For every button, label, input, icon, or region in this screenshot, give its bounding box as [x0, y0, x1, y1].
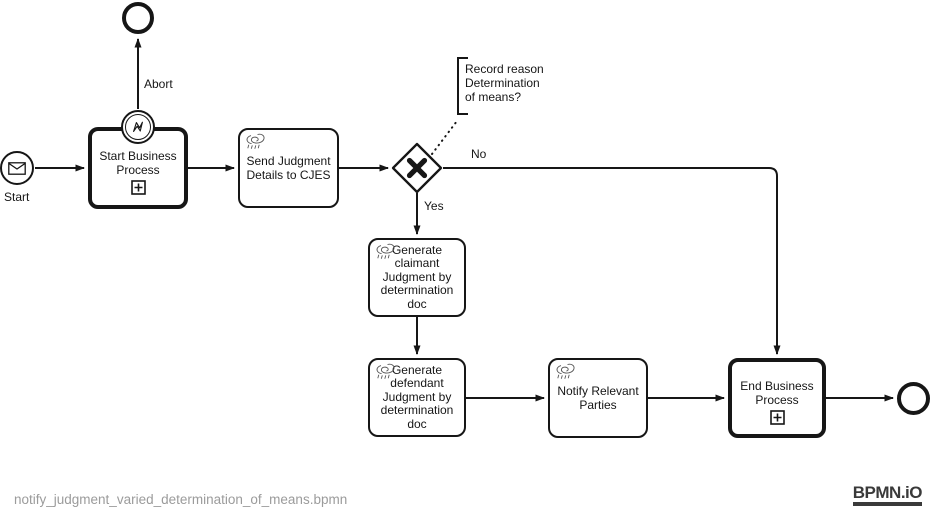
start-event-label: Start: [4, 190, 30, 204]
annotation-line: Determination: [465, 76, 540, 90]
task-label: Parties: [579, 398, 617, 412]
subprocess-plus-icon[interactable]: [130, 180, 146, 195]
text-annotation[interactable]: Record reason Determination of means?: [465, 62, 544, 104]
subprocess-plus-icon[interactable]: [769, 410, 785, 425]
task-label: defendant: [390, 376, 444, 391]
task-generate-defendant-judgment[interactable]: Generate defendant Judgment by determina…: [368, 358, 466, 437]
task-label: Process: [116, 163, 160, 177]
annotation-line: of means?: [465, 90, 522, 104]
task-generate-claimant-judgment[interactable]: Generate claimant Judgment by determinat…: [368, 238, 466, 317]
task-label: determination: [380, 283, 454, 298]
script-icon: [376, 363, 395, 379]
end-event[interactable]: [897, 382, 930, 415]
task-label: Generate: [391, 242, 443, 257]
task-notify-relevant-parties[interactable]: Notify Relevant Parties: [548, 358, 648, 438]
task-send-judgment-details[interactable]: Send Judgment Details to CJES: [238, 128, 339, 208]
boundary-event-inner-ring: [125, 114, 151, 140]
annotation-line: Record reason: [465, 62, 544, 76]
start-event[interactable]: [0, 151, 34, 185]
script-icon: [246, 133, 265, 149]
error-zigzag-icon: [133, 121, 143, 132]
task-label: doc: [407, 416, 427, 431]
script-icon: [556, 363, 575, 379]
abort-flow-label: Abort: [144, 77, 173, 91]
x-marker-icon: [406, 157, 428, 179]
task-label: Judgment by: [382, 269, 452, 284]
diagram-filename: notify_judgment_varied_determination_of_…: [14, 492, 348, 507]
task-label: Judgment by: [382, 389, 452, 404]
script-icon: [376, 243, 395, 259]
task-label: doc: [407, 296, 427, 311]
task-label: Process: [755, 393, 799, 407]
flow-gateway-no-to-endprocess[interactable]: [443, 167, 781, 355]
task-label: Generate: [391, 362, 443, 377]
error-boundary-event[interactable]: [121, 110, 155, 144]
task-label: Start Business: [99, 149, 177, 163]
exclusive-gateway[interactable]: [391, 142, 443, 194]
gateway-no-label: No: [471, 147, 487, 161]
association-gateway-to-annotation[interactable]: [431, 120, 458, 155]
message-envelope-icon: [8, 161, 26, 175]
task-label: End Business: [740, 379, 814, 393]
task-end-business-process[interactable]: End Business Process: [728, 358, 826, 438]
abort-end-event[interactable]: [122, 2, 154, 34]
task-label: determination: [380, 403, 454, 418]
bpmn-io-logo[interactable]: BPMN.iO: [852, 484, 923, 506]
task-label: Notify Relevant: [557, 384, 639, 398]
gateway-yes-label: Yes: [424, 199, 444, 213]
text-annotation-bracket[interactable]: [457, 57, 468, 115]
task-label: Details to CJES: [246, 168, 331, 182]
task-label: claimant: [394, 256, 440, 271]
task-label: Send Judgment: [246, 154, 331, 168]
